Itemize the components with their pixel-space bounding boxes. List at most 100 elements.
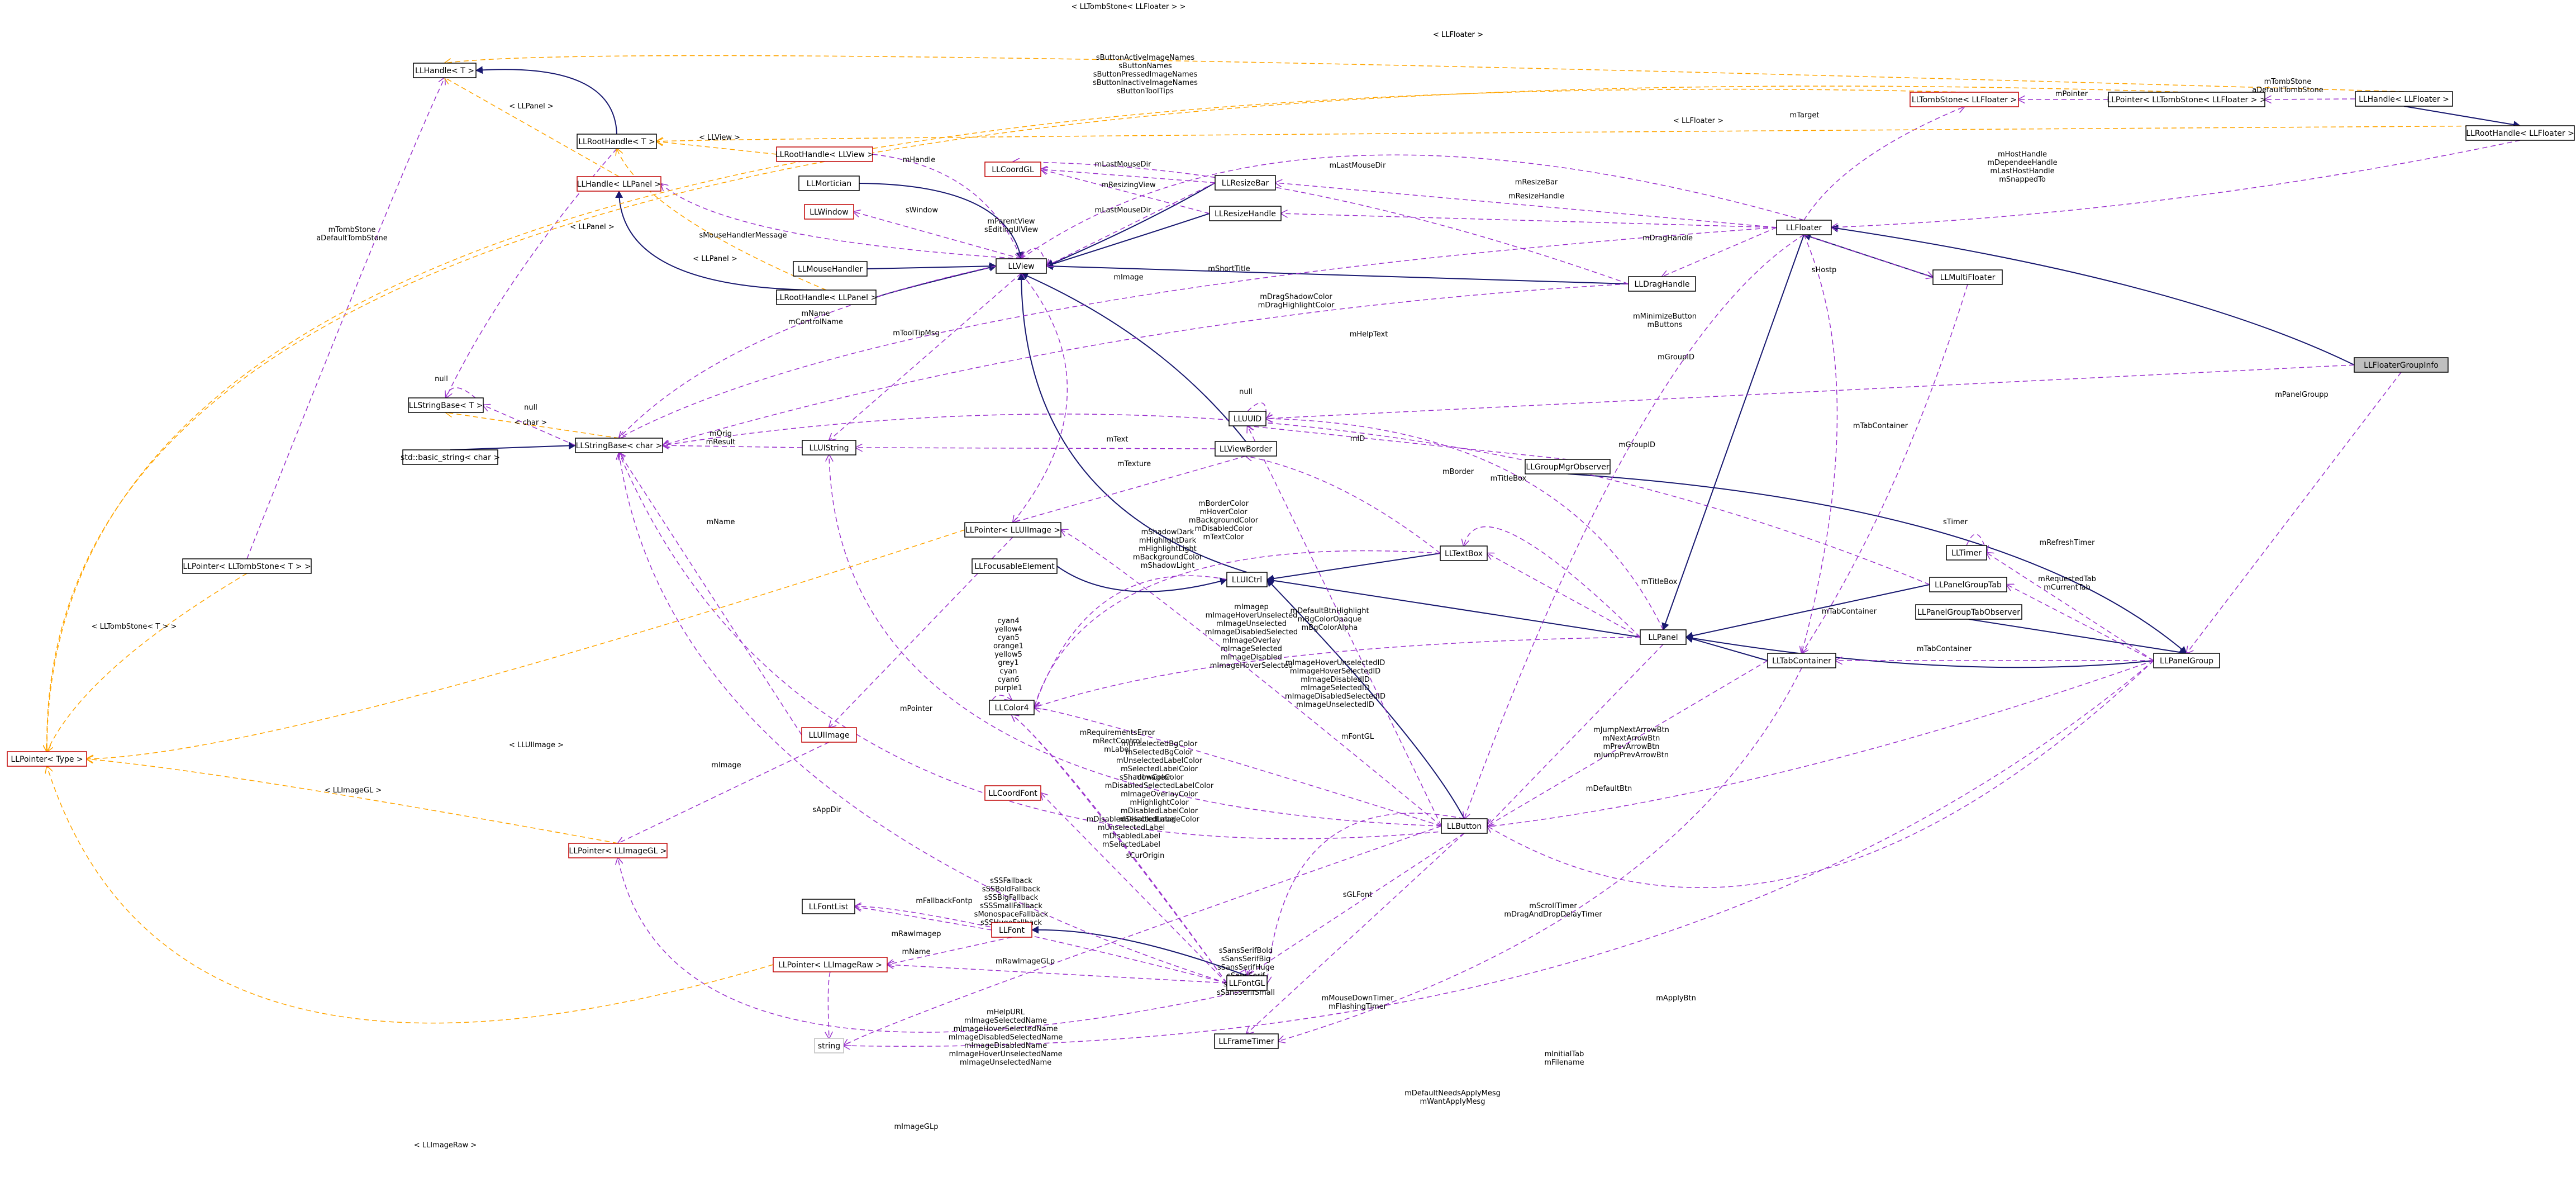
node-llcoordfont[interactable]: LLCoordFont xyxy=(984,785,1041,801)
node-llroothandle-llpanel[interactable]: LLRootHandle< LLPanel > xyxy=(775,289,877,305)
node-llpointer-lltombstone-t[interactable]: LLPointer< LLTombStone< T > > xyxy=(182,558,312,574)
node-lltombstone-llfloater[interactable]: LLTombStone< LLFloater > xyxy=(1910,92,2019,107)
edge-llpointer_lltombstone_t-llpointer_type xyxy=(47,573,247,752)
edge-llstringbase_t-llstringbase_t xyxy=(445,387,483,405)
node-label: LLHandle< LLFloater > xyxy=(2359,95,2449,104)
edge-llmousehandler-llview xyxy=(866,262,997,270)
node-llview[interactable]: LLView xyxy=(996,258,1047,274)
edge-llview-llwindow xyxy=(854,212,1022,259)
node-std-basic-string[interactable]: std::basic_string< char > xyxy=(401,449,500,465)
edge-lltabcontainer-llframetimer xyxy=(1278,667,1802,1041)
node-llfontgl[interactable]: LLFontGL xyxy=(1226,975,1268,991)
node-llstringbase-t[interactable]: LLStringBase< T > xyxy=(408,397,484,413)
node-llpointer-lluiimage[interactable]: LLPointer< LLUIImage > xyxy=(964,522,1061,538)
node-label: LLTimer xyxy=(1951,549,1982,558)
node-llhandle-llfloater[interactable]: LLHandle< LLFloater > xyxy=(2355,91,2453,107)
node-llcoordgl[interactable]: LLCoordGL xyxy=(984,162,1041,177)
node-llpanelgrouptabobserver[interactable]: LLPanelGroupTabObserver xyxy=(1915,604,2022,620)
node-label: LLUICtrl xyxy=(1232,576,1262,585)
node-llroothandle-t[interactable]: LLRootHandle< T > xyxy=(577,134,657,149)
edge-label-mtabcontainer3: mTabContainer xyxy=(1917,645,1972,653)
edge-label-llimage_t: < LLUIImage > xyxy=(509,741,564,749)
edge-lltabcontainer-llbutton xyxy=(1487,660,1768,826)
edge-lluiimage-llstringbase_char xyxy=(619,453,802,735)
edge-llfont-llpointer_llimageraw xyxy=(887,937,1012,965)
node-lltextbox[interactable]: LLTextBox xyxy=(1440,545,1488,561)
node-llpointer-llimagegl[interactable]: LLPointer< LLImageGL > xyxy=(568,843,668,858)
node-llfont[interactable]: LLFont xyxy=(991,922,1032,938)
edge-label-last_mouse_dir1: mLastMouseDir xyxy=(1095,160,1152,169)
node-lluistring[interactable]: LLUIString xyxy=(802,440,856,455)
edge-lldraghandle-llstringbase_char xyxy=(663,283,1629,445)
edge-llfloater-llpanel xyxy=(1661,234,1804,630)
edge-llfloatergroupinfo-llfloater xyxy=(1831,224,2355,365)
node-llfontlist[interactable]: LLFontList xyxy=(802,899,855,914)
node-llroothandle-llfloater[interactable]: LLRootHandle< LLFloater > xyxy=(2465,125,2575,141)
node-llresizehandle[interactable]: LLResizeHandle xyxy=(1209,206,1282,221)
node-llfocusableelement[interactable]: LLFocusableElement xyxy=(972,558,1058,574)
edge-label-llimageraw_t: < LLImageRaw > xyxy=(414,1141,477,1150)
edge-label-panel_t3: < LLPanel > xyxy=(693,255,737,263)
node-llframetimer[interactable]: LLFrameTimer xyxy=(1214,1033,1279,1049)
node-label: LLPointer< LLTombStone< T > > xyxy=(183,562,311,571)
node-llhandle-llpanel[interactable]: LLHandle< LLPanel > xyxy=(577,176,661,192)
edge-llstringbase_char-llstringbase_t xyxy=(446,412,620,439)
node-lltabcontainer[interactable]: LLTabContainer xyxy=(1767,653,1836,668)
node-llfloatergroupinfo[interactable]: LLFloaterGroupInfo xyxy=(2354,357,2449,373)
node-lltimer[interactable]: LLTimer xyxy=(1946,545,1987,561)
edge-llfontgl-llpointer_llimagegl xyxy=(618,858,1247,1033)
node-llresizebar[interactable]: LLResizeBar xyxy=(1215,175,1276,191)
edge-llview-lluistring xyxy=(829,273,1022,440)
edge-label-char_t: < char > xyxy=(515,419,547,427)
node-llpointer-lltombstone-llfloater[interactable]: LLPointer< LLTombStone< LLFloater > > xyxy=(2107,92,2267,107)
node-string[interactable]: string xyxy=(814,1038,844,1053)
node-lluiimage[interactable]: LLUIImage xyxy=(801,727,857,743)
node-llpanelgrouptab[interactable]: LLPanelGroupTab xyxy=(1929,577,2007,592)
node-llhandle-t[interactable]: LLHandle< T > xyxy=(413,63,477,78)
node-label: LLTombStone< LLFloater > xyxy=(1912,96,2017,105)
edge-llhandle_llfloater-llhandle_t xyxy=(445,55,2404,92)
node-llroothandle-llview[interactable]: LLRootHandle< LLView > xyxy=(775,146,874,162)
node-llmortician[interactable]: LLMortician xyxy=(798,175,860,191)
node-lluictrl[interactable]: LLUICtrl xyxy=(1226,572,1268,587)
node-label: LLUUID xyxy=(1234,415,1261,424)
edge-lluictrl-llcolor4 xyxy=(1034,575,1227,708)
node-label: LLButton xyxy=(1447,822,1482,831)
node-llwindow[interactable]: LLWindow xyxy=(804,204,854,220)
edge-llpanelgrouptab-llstringbase_char xyxy=(663,414,1930,585)
node-llmousehandler[interactable]: LLMouseHandler xyxy=(793,261,868,277)
edge-lluictrl-llview xyxy=(1017,273,1247,573)
edge-lluiimage-llpointer_llimagegl xyxy=(618,742,830,843)
node-llstringbase-char[interactable]: LLStringBase< char > xyxy=(575,438,663,453)
node-lldraghandle[interactable]: LLDragHandle xyxy=(1628,276,1696,292)
node-llbutton[interactable]: LLButton xyxy=(1441,818,1488,834)
node-label: LLViewBorder xyxy=(1220,445,1272,454)
node-llgroupmgrobserver[interactable]: LLGroupMgrObserver xyxy=(1525,459,1611,474)
node-lluuid[interactable]: LLUUID xyxy=(1229,411,1266,426)
edge-llbutton-lluuid xyxy=(1247,426,1442,827)
edge-label-mousehandler_msg: sMouseHandlerMessage xyxy=(699,231,787,240)
node-llpointer-type[interactable]: LLPointer< Type > xyxy=(7,751,87,767)
node-llfloater[interactable]: LLFloater xyxy=(1776,220,1832,235)
edge-llfloatergroupinfo-llpanelgroup xyxy=(2187,372,2402,653)
edge-label-sappdir: sAppDir xyxy=(812,806,841,814)
node-llcolor4[interactable]: LLColor4 xyxy=(989,700,1035,715)
edge-llhandle_llfloater-llroothandle_llfloater xyxy=(2403,106,2521,129)
edge-llfocusableelement-lluictrl xyxy=(1056,566,1227,592)
node-label: LLColor4 xyxy=(994,704,1029,713)
node-llpanelgroup[interactable]: LLPanelGroup xyxy=(2153,653,2220,668)
node-llviewborder[interactable]: LLViewBorder xyxy=(1215,441,1277,457)
node-llmultifloater[interactable]: LLMultiFloater xyxy=(1932,269,2003,285)
node-llpointer-llimageraw[interactable]: LLPointer< LLImageRaw > xyxy=(773,957,888,972)
node-label: std::basic_string< char > xyxy=(401,453,500,462)
edge-llroothandle_t-llstringbase_t xyxy=(446,148,617,398)
edge-label-mname: mName xyxy=(706,518,735,526)
edge-label-swindow: sWindow xyxy=(906,206,938,215)
node-llpanel[interactable]: LLPanel xyxy=(1640,629,1687,645)
